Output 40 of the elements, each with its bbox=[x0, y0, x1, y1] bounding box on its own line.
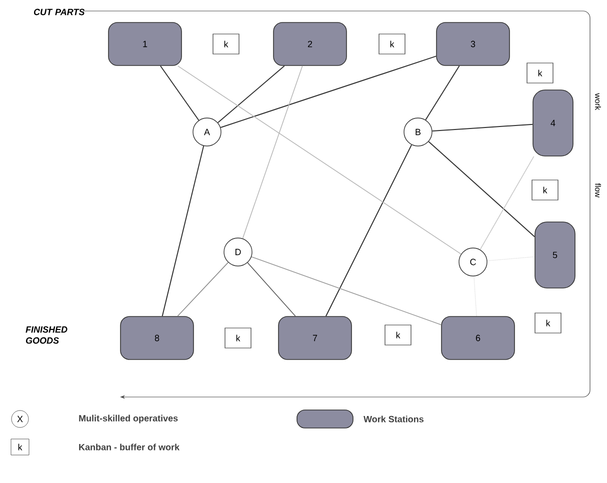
side-label: FINISHED GOODS bbox=[26, 326, 68, 344]
work-station: 5 bbox=[534, 222, 576, 288]
legend-text: Kanban - buffer of work bbox=[79, 444, 180, 450]
work-station: 7 bbox=[278, 316, 352, 360]
work-station: 8 bbox=[120, 316, 194, 360]
connector-line bbox=[247, 262, 296, 316]
connector-line bbox=[242, 66, 303, 239]
work-station: 1 bbox=[108, 22, 182, 66]
work-station: 3 bbox=[436, 22, 510, 66]
flow-label: flow bbox=[595, 183, 601, 198]
connector-line bbox=[425, 65, 460, 120]
side-label: CUT PARTS bbox=[34, 8, 85, 16]
connector-line bbox=[487, 256, 535, 261]
legend-sample: X bbox=[11, 410, 29, 428]
kanban-box: k bbox=[384, 324, 412, 346]
work-station: 2 bbox=[273, 22, 347, 66]
connector-line bbox=[177, 66, 462, 254]
legend-text: Work Stations bbox=[364, 416, 424, 422]
connector-line bbox=[177, 262, 229, 316]
legend-sample: k bbox=[10, 438, 30, 456]
connector-line bbox=[162, 145, 204, 317]
flow-label: work bbox=[595, 93, 601, 110]
connector-line bbox=[474, 276, 477, 316]
work-station: 6 bbox=[441, 316, 515, 360]
kanban-box: k bbox=[224, 328, 252, 348]
kanban-box: k bbox=[378, 34, 406, 54]
connector-line bbox=[160, 65, 200, 121]
connector-line bbox=[480, 156, 534, 250]
kanban-box: k bbox=[532, 180, 558, 200]
kanban-box: k bbox=[212, 34, 240, 54]
connector-line bbox=[251, 256, 442, 326]
kanban-box: k bbox=[534, 312, 562, 334]
kanban-box: k bbox=[526, 62, 554, 84]
connector-line bbox=[428, 141, 536, 238]
connector-line bbox=[432, 124, 534, 132]
work-station: 4 bbox=[532, 90, 574, 156]
connector-line bbox=[325, 144, 412, 317]
connector-line bbox=[217, 65, 285, 124]
legend-text: Mulit-skilled operatives bbox=[79, 414, 178, 424]
connector-line bbox=[220, 56, 437, 128]
